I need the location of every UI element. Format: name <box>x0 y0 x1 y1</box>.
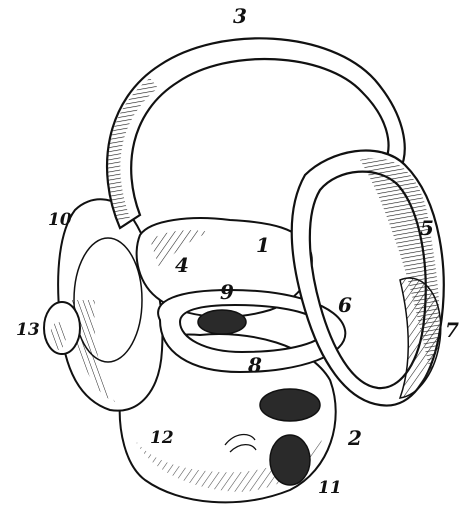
label-11: 11 <box>318 480 342 497</box>
opening-2 <box>260 389 320 421</box>
knob-shade <box>50 322 66 350</box>
superior-semicircular-canal <box>107 38 405 228</box>
posterior-lobe-7 <box>400 278 441 398</box>
label-3: 3 <box>233 6 247 26</box>
label-9: 9 <box>220 282 234 302</box>
opening-11 <box>270 435 310 485</box>
label-10: 10 <box>48 212 72 229</box>
oval-window-9 <box>198 310 246 334</box>
label-5: 5 <box>420 218 434 238</box>
label-4: 4 <box>175 255 189 275</box>
label-6: 6 <box>338 295 352 315</box>
label-2: 2 <box>348 428 362 448</box>
label-7: 7 <box>445 320 459 340</box>
label-13: 13 <box>16 322 40 339</box>
label-1: 1 <box>256 235 270 255</box>
label-8: 8 <box>248 355 262 375</box>
label-12: 12 <box>150 430 174 447</box>
